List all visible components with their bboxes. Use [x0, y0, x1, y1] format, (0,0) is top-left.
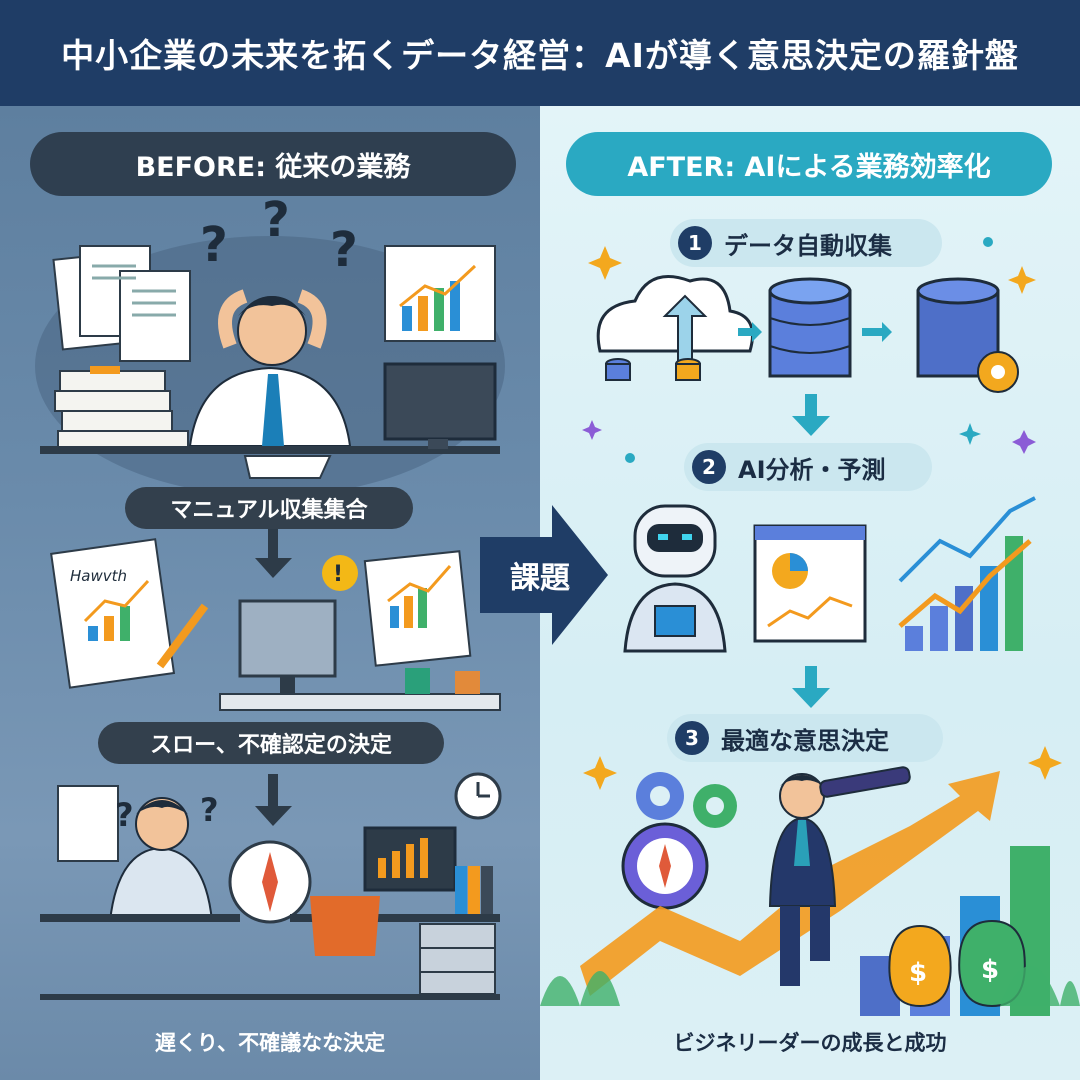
thinking-person-icon	[108, 797, 214, 922]
chart-board-icon	[384, 245, 496, 342]
gear-icon	[636, 772, 684, 820]
manual-collection-label: マニュアル収集集合	[125, 487, 413, 529]
cloud-upload-icon	[596, 275, 754, 381]
money-bag-icon: $	[958, 919, 1026, 1008]
alert-icon	[322, 555, 358, 591]
before-illustration: ??? Hawvth !	[35, 192, 505, 1000]
monitor-icon	[363, 826, 457, 892]
analytics-window-icon	[753, 524, 867, 643]
database-icon	[768, 277, 852, 378]
plant-icon	[455, 671, 480, 694]
paper-stack-icon	[52, 245, 191, 362]
compass-icon	[228, 840, 312, 924]
challenge-arrow-icon	[480, 505, 608, 645]
growth-chart-icon	[898, 496, 1036, 651]
svg-text:$: $	[909, 958, 927, 988]
svg-text:$: $	[981, 955, 999, 985]
office-chair-icon	[310, 896, 380, 956]
database-gear-icon	[916, 277, 1019, 393]
after-title: AFTER: AIによる業務効率化	[566, 132, 1052, 196]
svg-text:?: ?	[330, 222, 358, 278]
svg-text:?: ?	[262, 192, 290, 248]
slow-decision-label: スロー、不確認定の決定	[98, 722, 444, 764]
svg-text:?: ?	[115, 796, 134, 834]
binder-icon	[455, 866, 467, 916]
monitor-icon	[383, 362, 497, 449]
svg-text:?: ?	[200, 791, 219, 829]
stressed-person-icon	[188, 289, 352, 447]
monitor-icon	[238, 599, 337, 696]
svg-text:?: ?	[200, 217, 228, 273]
drawer-cabinet-icon	[419, 923, 496, 995]
arrow-right-icon	[738, 322, 762, 342]
step-2: 2 AI分析・予測	[684, 443, 932, 491]
gear-icon	[693, 784, 737, 828]
cup-icon	[405, 668, 430, 694]
page-title: 中小企業の未来を拓くデータ経営：AIが導く意思決定の羅針盤	[0, 0, 1080, 106]
report-chart-icon	[363, 550, 472, 667]
svg-text:!: !	[333, 562, 343, 587]
before-caption: 遅くり、不確議なな決定	[154, 1031, 386, 1055]
step-1: 1 データ自動収集	[670, 219, 942, 267]
challenge-label: 課題	[510, 561, 570, 596]
arrow-right-icon	[862, 322, 892, 342]
step-number: 2	[692, 450, 726, 484]
step-number: 3	[675, 721, 709, 755]
document-icon	[57, 785, 119, 862]
robot-icon	[623, 504, 727, 653]
step-label: データ自動収集	[724, 231, 892, 260]
after-illustration: $ $	[540, 237, 1080, 1016]
growth-arrow-icon	[580, 771, 1000, 996]
compass-gear-icon	[621, 822, 709, 910]
step-label: AI分析・予測	[738, 455, 886, 484]
step-3: 3 最適な意思決定	[667, 714, 943, 762]
step-label: 最適な意思決定	[721, 726, 889, 755]
money-bag-icon: $	[888, 924, 952, 1008]
after-caption: ビジネリーダーの成長と成功	[673, 1031, 947, 1055]
sketch-text: Hawvth	[70, 567, 127, 585]
before-title: BEFORE: 従来の業務	[30, 132, 516, 196]
businessman-telescope-icon	[768, 766, 911, 986]
pencil-icon	[156, 603, 209, 669]
document-chart-icon: Hawvth	[50, 538, 176, 689]
step-number: 1	[678, 226, 712, 260]
